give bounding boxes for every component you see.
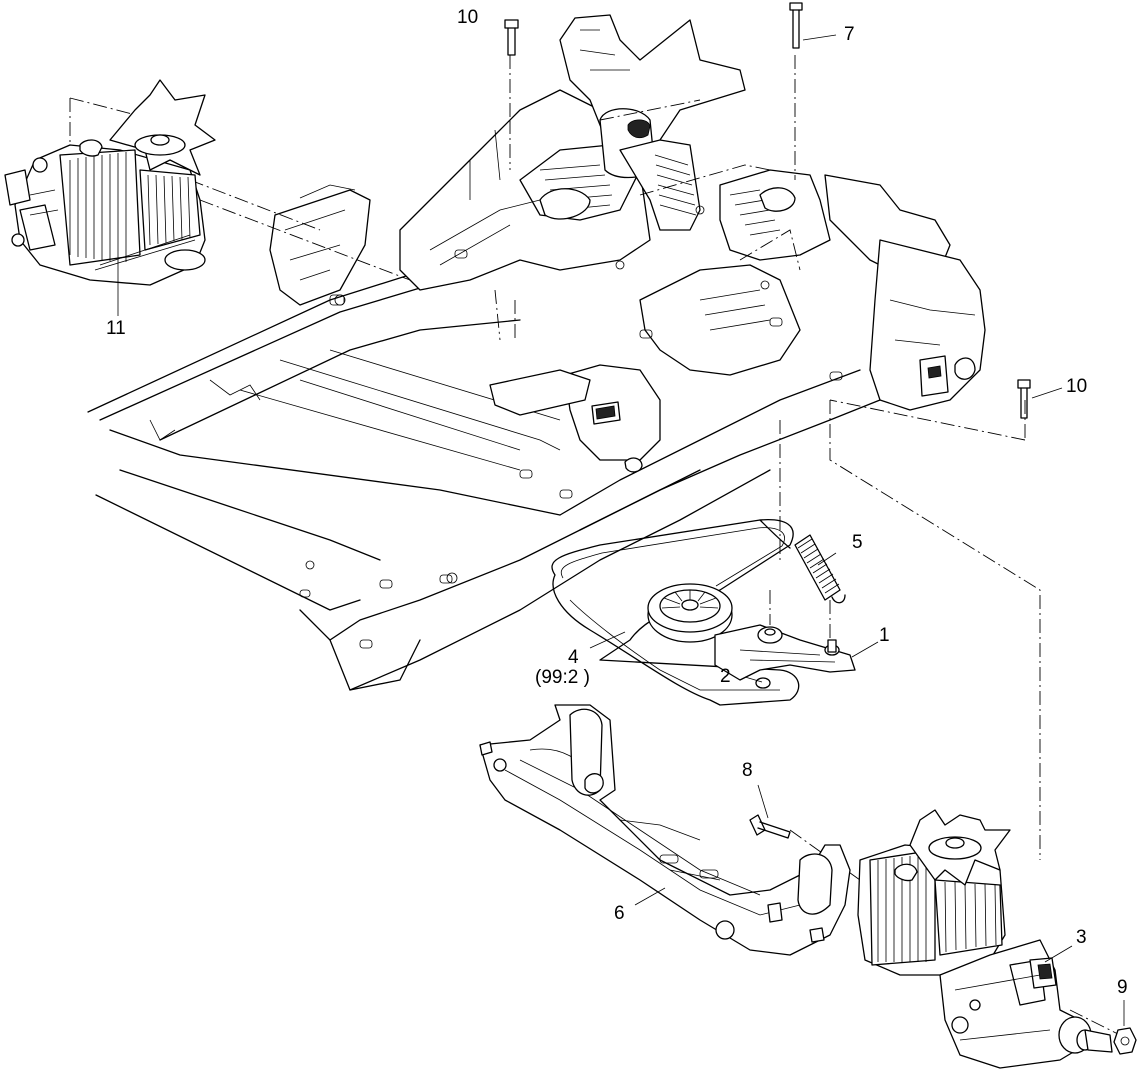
callout-7: 7 xyxy=(844,24,855,45)
callout-9: 9 xyxy=(1117,977,1128,998)
fasteners xyxy=(504,2,1137,1055)
transaxle-left xyxy=(4,79,216,286)
callout-4-reference: (99:2 ) xyxy=(535,667,590,688)
callout-6: 6 xyxy=(614,903,625,924)
frame-assembly xyxy=(87,14,986,691)
callout-5: 5 xyxy=(852,532,863,553)
callout-10-right: 10 xyxy=(1066,376,1088,397)
callout-11: 11 xyxy=(106,318,126,339)
callout-2: 2 xyxy=(720,666,731,687)
transaxle-right xyxy=(857,809,1113,1069)
leader-lines xyxy=(117,34,1125,1026)
callout-10-top: 10 xyxy=(457,7,479,28)
rear-subframe xyxy=(479,704,851,956)
callout-8: 8 xyxy=(742,760,753,781)
callout-4: 4 xyxy=(568,647,579,668)
alignment-lines xyxy=(69,55,1121,1036)
callout-1: 1 xyxy=(879,625,890,646)
idler-assembly xyxy=(647,583,856,689)
idler-spring xyxy=(759,519,846,604)
callout-3: 3 xyxy=(1076,927,1087,948)
